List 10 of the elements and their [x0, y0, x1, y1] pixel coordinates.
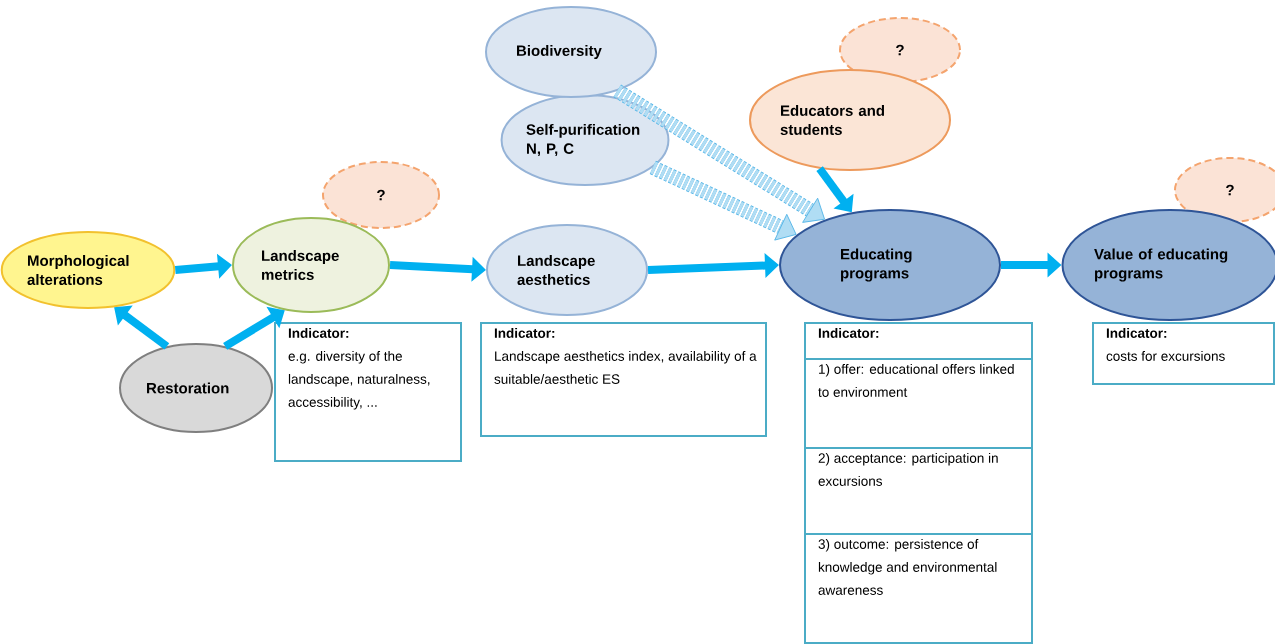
arrow — [649, 160, 797, 241]
indicator-box: 3) outcome: persistence of knowledge and environmental awareness — [804, 533, 1033, 644]
arrow — [223, 306, 285, 350]
indicator-box: Indicator: e.g. diversity of the landscape, naturalness, accessibility, ... — [274, 322, 462, 462]
indicator-box: Indicator: Landscape aesthetics index, availability of a suitable/aesthetic ES — [480, 322, 767, 437]
arrow — [613, 84, 825, 223]
indicator-box: Indicator: costs for excursions — [1092, 322, 1275, 385]
arrow — [114, 305, 170, 350]
indicator-box: Indicator: — [804, 322, 1033, 360]
indicator-box: 2) acceptance: participation in excursions — [804, 447, 1033, 535]
